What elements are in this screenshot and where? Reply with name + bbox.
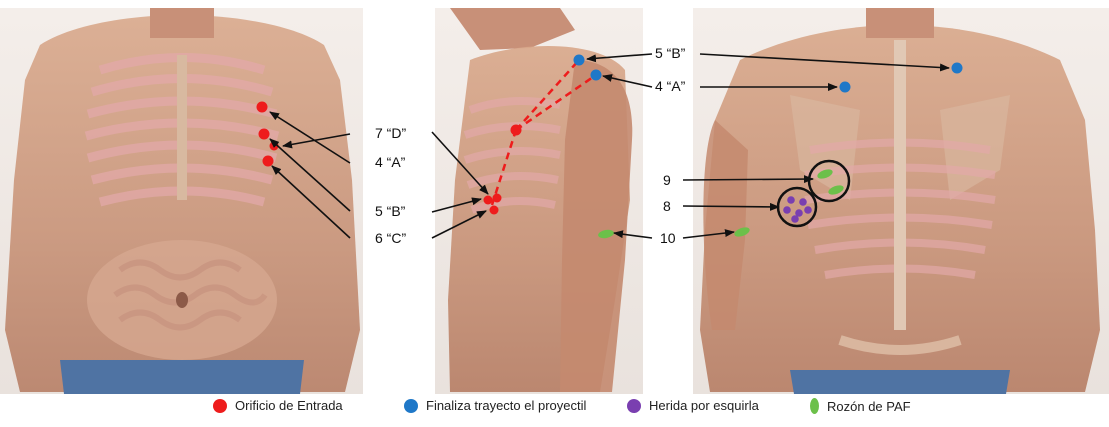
- side-entry-wound-1: [484, 196, 493, 205]
- legend-item-graze: Rozón de PAF: [810, 398, 911, 414]
- front-entry-wound-6c: [263, 156, 274, 167]
- front-view-panel: [0, 8, 363, 394]
- side-view-panel: [435, 8, 643, 394]
- label-front-6c: 6 “C”: [375, 230, 406, 246]
- label-side-5b: 5 “B”: [655, 45, 686, 61]
- label-front-4a: 4 “A”: [375, 154, 406, 170]
- arrow-back-9: [683, 179, 813, 180]
- back-shrapnel-2: [799, 198, 807, 206]
- front-entry-wound-5b: [259, 129, 270, 140]
- back-shrapnel-6: [791, 215, 799, 223]
- legend-item-entry: Orificio de Entrada: [213, 398, 343, 413]
- label-back-9: 9: [663, 172, 671, 188]
- legend-label-shrapnel: Herida por esquirla: [649, 398, 759, 413]
- label-side-4a: 4 “A”: [655, 78, 686, 94]
- legend-label-entry: Orificio de Entrada: [235, 398, 343, 413]
- back-jeans: [790, 370, 1010, 394]
- side-exit-wound-4a: [591, 70, 602, 81]
- label-front-7d: 7 “D”: [375, 125, 406, 141]
- side-exit-wound-5b: [574, 55, 585, 66]
- front-neck: [150, 8, 214, 38]
- back-shrapnel-3: [783, 206, 791, 214]
- back-neck: [866, 8, 934, 38]
- back-exit-wound-5b: [952, 63, 963, 74]
- side-entry-wound-2: [493, 194, 502, 203]
- legend: Orificio de Entrada Finaliza trayecto el…: [0, 398, 1109, 424]
- back-exit-wound-4a: [840, 82, 851, 93]
- legend-label-exit: Finaliza trayecto el proyectil: [426, 398, 586, 413]
- side-entry-wound-3: [490, 206, 499, 215]
- label-side-10: 10: [660, 230, 676, 246]
- purple-dot-icon: [627, 399, 641, 413]
- red-dot-icon: [213, 399, 227, 413]
- front-navel: [176, 292, 188, 308]
- legend-label-graze: Rozón de PAF: [827, 399, 911, 414]
- legend-item-exit: Finaliza trayecto el proyectil: [404, 398, 586, 413]
- back-shrapnel-1: [787, 196, 795, 204]
- arrow-back-8: [683, 206, 779, 207]
- green-leaf-icon: [810, 398, 819, 414]
- back-shrapnel-5: [804, 206, 812, 214]
- front-jeans: [60, 360, 304, 394]
- label-front-5b: 5 “B”: [375, 203, 406, 219]
- anatomy-diagram: 7 “D” 4 “A” 5 “B” 6 “C” 5 “B” 4 “A” 10 9…: [0, 0, 1109, 398]
- legend-item-shrapnel: Herida por esquirla: [627, 398, 759, 413]
- front-entry-wound-4a: [257, 102, 268, 113]
- side-entry-wound-upper: [511, 125, 522, 136]
- label-back-8: 8: [663, 198, 671, 214]
- blue-dot-icon: [404, 399, 418, 413]
